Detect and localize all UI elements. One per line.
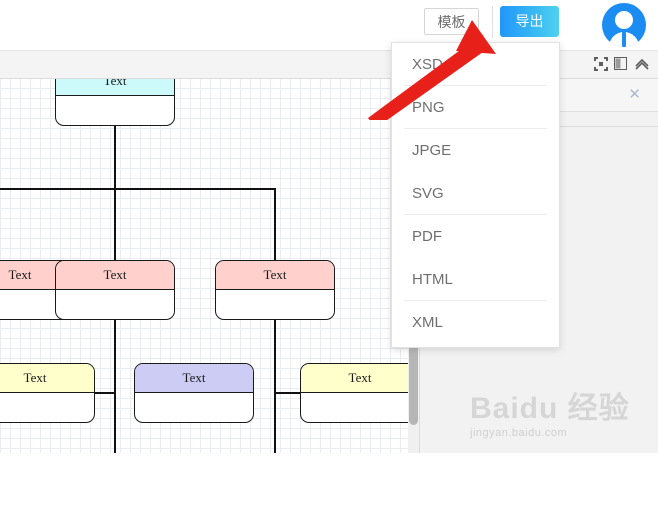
- connector-root-vertical: [114, 126, 116, 260]
- diagram-node-l1b[interactable]: Text: [55, 260, 175, 320]
- connector-spine-right: [274, 320, 276, 453]
- node-body: [56, 96, 174, 125]
- node-body: [56, 290, 174, 319]
- node-label: Text: [182, 370, 206, 385]
- menu-item-png[interactable]: PNG: [404, 86, 547, 129]
- toggle-panel-icon[interactable]: [614, 57, 627, 75]
- connector-stub-l2a: [80, 392, 116, 394]
- diagram-node-l2c[interactable]: Text: [300, 363, 408, 423]
- menu-item-xml[interactable]: XML: [412, 314, 443, 331]
- node-header: Text: [56, 78, 174, 96]
- menu-item-xsd[interactable]: XSD: [404, 43, 547, 86]
- diagram-node-l2b[interactable]: Text: [134, 363, 254, 423]
- template-button[interactable]: 模板: [424, 8, 479, 35]
- diagram-canvas[interactable]: Text Text Text Text Text Text Text Text …: [0, 78, 408, 453]
- node-label: Text: [23, 370, 47, 385]
- diagram-node-root[interactable]: Text: [55, 78, 175, 126]
- node-header: Text: [216, 261, 334, 290]
- node-header: Text: [301, 364, 408, 393]
- user-avatar-icon[interactable]: [602, 3, 646, 47]
- node-body: [0, 393, 94, 422]
- menu-item-svg[interactable]: SVG: [404, 172, 547, 215]
- node-label: Text: [348, 370, 372, 385]
- node-header: Text: [0, 364, 94, 393]
- connector-level1-horizontal: [0, 188, 276, 190]
- node-header: Text: [135, 364, 253, 393]
- diagram-node-l1c[interactable]: Text: [215, 260, 335, 320]
- chevron-up-icon[interactable]: [635, 57, 649, 75]
- menu-item-pdf[interactable]: PDF: [412, 228, 442, 245]
- node-label: Text: [103, 78, 127, 88]
- node-label: Text: [263, 267, 287, 282]
- fit-to-screen-icon[interactable]: [594, 57, 608, 76]
- connector-branch-right: [274, 188, 276, 260]
- node-body: [216, 290, 334, 319]
- node-label: Text: [8, 267, 32, 282]
- avatar-tie: [622, 32, 626, 47]
- close-icon[interactable]: ✕: [628, 86, 641, 103]
- export-format-menu[interactable]: XSD PNG JPGE SVG PDF HTML XML: [391, 42, 560, 348]
- avatar-head: [615, 11, 633, 29]
- menu-item-jpge[interactable]: JPGE: [412, 142, 452, 159]
- node-body: [135, 393, 253, 422]
- header-divider: [492, 6, 493, 38]
- node-body: [301, 393, 408, 422]
- connector-stub-l2c: [274, 392, 310, 394]
- diagram-node-l2a[interactable]: Text: [0, 363, 95, 423]
- node-header: Text: [56, 261, 174, 290]
- menu-item-html[interactable]: HTML: [404, 258, 547, 301]
- export-button[interactable]: 导出: [500, 6, 559, 37]
- node-label: Text: [103, 267, 127, 282]
- connector-spine-left: [114, 320, 116, 453]
